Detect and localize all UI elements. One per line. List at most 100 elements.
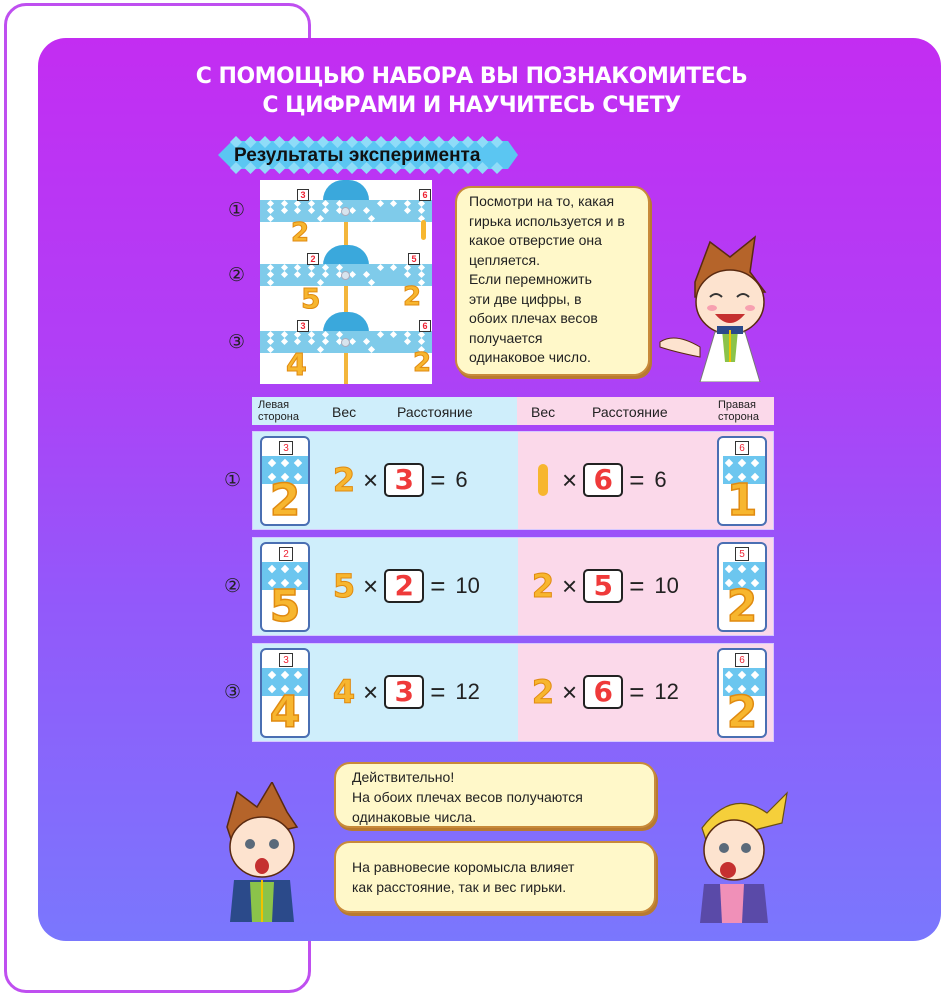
bubble-line: Действительно! (352, 769, 455, 785)
experiment-marker-1: ① (228, 199, 246, 221)
ribbon-diamond (476, 162, 489, 174)
teacher-speech-bubble: Посмотри на то, какая гирька используетс… (455, 186, 650, 376)
equals-sign: = (629, 570, 645, 601)
boy-speech-bubble: Действительно! На обоих плечах весов пол… (334, 762, 656, 828)
result-value: 6 (654, 467, 667, 492)
ribbon-diamond (331, 136, 344, 148)
times-sign: × (562, 464, 578, 495)
equals-sign: = (430, 676, 446, 707)
weight-left: 2 (290, 218, 310, 249)
pivot-icon (341, 338, 350, 347)
ribbon-diamond (433, 162, 445, 174)
equals-sign: = (629, 676, 645, 707)
result-value: 6 (455, 467, 468, 492)
card-weight: 4 (269, 687, 301, 738)
ribbon-diamond (476, 136, 489, 148)
right-equation: 2×6= 12 (530, 672, 679, 712)
times-sign: × (562, 570, 578, 601)
header-text: Правая (718, 399, 756, 411)
ribbon-diamond (331, 162, 344, 174)
ribbon-diamond (317, 136, 329, 148)
table-row-marker: ② (224, 575, 242, 597)
times-sign: × (363, 464, 379, 495)
ribbon-diamond (462, 162, 474, 174)
title-line-1: С ПОМОЩЬЮ НАБОРА ВЫ ПОЗНАКОМИТЕСЬ (195, 64, 748, 89)
weight-left: 4 (286, 348, 308, 384)
results-table-header: Левая сторона Вес Расстояние Вес Расстоя… (252, 397, 774, 425)
bubble-line: как расстояние, так и вес гирьки. (352, 879, 567, 895)
experiment-marker-2: ② (228, 264, 246, 286)
distance-value: 6 (583, 675, 624, 709)
ribbon-diamond (302, 136, 315, 148)
times-sign: × (562, 676, 578, 707)
ribbon-diamond (447, 136, 460, 148)
header-text: Левая (258, 399, 290, 411)
distance-value: 3 (384, 463, 425, 497)
ribbon-diamond (404, 136, 416, 148)
girl-character-illustration (700, 791, 788, 923)
bubble-line: гирька используется и в (469, 212, 625, 229)
card-distance-tag: 5 (735, 547, 749, 561)
table-row-marker: ③ (224, 681, 242, 703)
header-weight-left: Вес (332, 404, 357, 420)
header-distance-right: Расстояние (592, 404, 668, 420)
left-equation: 4×3=12 (331, 672, 480, 712)
equals-sign: = (430, 464, 446, 495)
weight-value: 1 (538, 464, 548, 496)
card-distance-tag: 2 (279, 547, 293, 561)
weight-right: 2 (402, 282, 422, 313)
ribbon-diamond (433, 136, 445, 148)
card-distance-tag: 3 (279, 653, 293, 667)
header-right-side: Правая сторона (718, 399, 759, 423)
weight-value: 2 (531, 673, 555, 712)
bubble-line: какое отверстие она (469, 232, 602, 248)
card-weight: 1 (726, 475, 758, 526)
ribbon-diamond (288, 162, 300, 174)
header-text: сторона (258, 411, 299, 423)
result-value: 12 (654, 679, 679, 704)
girl-speech-bubble: На равновесие коромысла влияет как расст… (334, 841, 656, 913)
bubble-line: На равновесие коромысла влияет (352, 859, 575, 875)
hole-tag: 2 (307, 253, 319, 265)
ribbon-diamond (447, 162, 460, 174)
page-title: С ПОМОЩЬЮ НАБОРА ВЫ ПОЗНАКОМИТЕСЬ С ЦИФР… (0, 62, 943, 120)
title-line-2: С ЦИФРАМИ И НАУЧИТЕСЬ СЧЕТУ (262, 93, 681, 118)
balance-pole (344, 210, 348, 384)
fan-icon (323, 180, 369, 202)
ribbon-diamond (375, 136, 387, 148)
ribbon-diamond (404, 162, 416, 174)
bubble-line: цепляется. (469, 251, 541, 268)
card-weight: 2 (726, 687, 758, 738)
equals-sign: = (430, 570, 446, 601)
left-side-header: Левая сторона Вес Расстояние (252, 397, 517, 425)
ribbon-diamond (259, 136, 271, 148)
header-distance-left: Расстояние (397, 404, 473, 420)
distance-value: 3 (384, 675, 425, 709)
right-side-header: Вес Расстояние Правая сторона (517, 397, 774, 425)
hole-tag: 6 (419, 320, 431, 332)
distance-value: 5 (583, 569, 624, 603)
left-equation: 2×3=6 (331, 460, 468, 500)
experiment-marker-3: ③ (228, 331, 246, 353)
times-sign: × (363, 570, 379, 601)
card-distance-tag: 6 (735, 441, 749, 455)
ribbon-diamond (418, 136, 431, 148)
ribbon-diamond (491, 136, 503, 148)
ribbon-diamond (302, 162, 315, 174)
ribbon-diamond (273, 136, 286, 148)
diamond-ribbon-shape (218, 136, 518, 174)
bubble-line: На обоих плечах весов получаются (352, 789, 583, 805)
weight-left: 5 (300, 282, 321, 316)
ribbon-diamond (375, 162, 387, 174)
boy-character-illustration (226, 782, 299, 922)
header-text: сторона (718, 411, 759, 423)
card-distance-tag: 3 (279, 441, 293, 455)
result-value: 12 (455, 679, 480, 704)
experiment-photo: 3 6 2 2 5 5 2 3 6 4 2 (260, 180, 432, 384)
